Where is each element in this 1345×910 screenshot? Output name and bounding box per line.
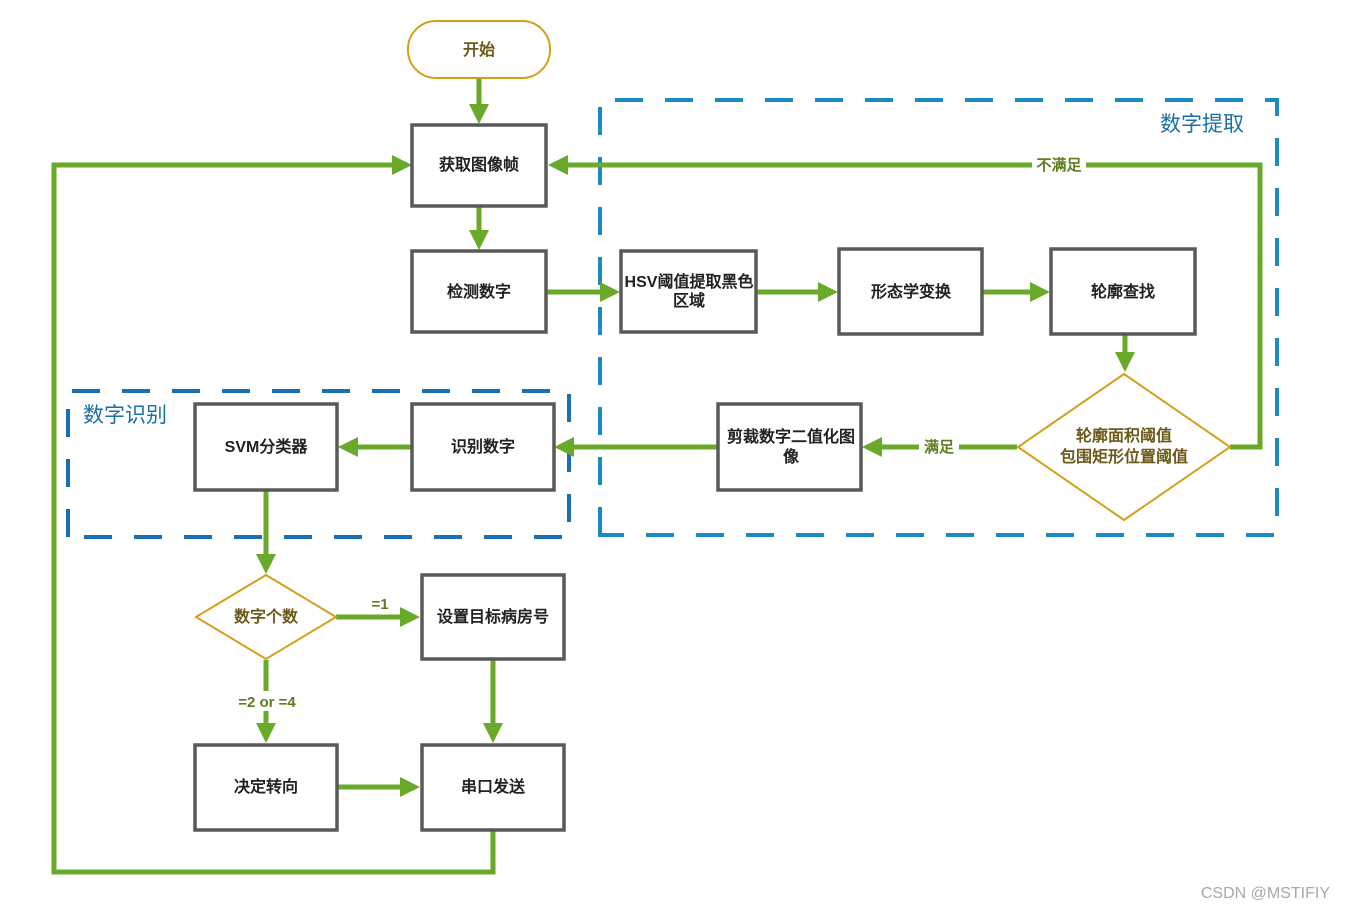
- recognize-digit-label: 识别数字: [451, 437, 515, 456]
- svm-classifier-node: SVM分类器: [193, 402, 339, 492]
- recognition-group: [66, 389, 571, 539]
- get-frame-node: 获取图像帧: [410, 123, 548, 208]
- eq2or4-label-bg: [233, 691, 301, 711]
- detect-digit-node: 检测数字: [410, 249, 548, 334]
- get-frame-label: 获取图像帧: [439, 155, 519, 174]
- decide-turn-node: 决定转向: [193, 743, 339, 832]
- digit-count-decision: 数字个数: [194, 573, 338, 661]
- recognize-digit-node: 识别数字: [410, 402, 556, 492]
- satisfied-label-bg: [919, 436, 959, 458]
- hsv-threshold-node: HSV阈值提取黑色 区域: [619, 249, 758, 334]
- recognition-group-title: 数字识别: [83, 403, 167, 427]
- decide-turn-label: 决定转向: [234, 777, 298, 796]
- decision-label-line2: 包围矩形位置阈值: [1060, 447, 1188, 466]
- crop-binarize-label-line1: 剪裁数字二值化图: [727, 427, 855, 446]
- crop-binarize-node: 剪裁数字二值化图 像: [716, 402, 863, 492]
- morphology-node: 形态学变换: [837, 247, 984, 336]
- serial-send-label: 串口发送: [461, 777, 526, 796]
- serial-send-node: 串口发送: [420, 743, 566, 832]
- eq1-label: =1: [371, 596, 388, 613]
- eq2or4-label: =2 or =4: [238, 694, 296, 711]
- not-satisfied-label: 不满足: [1036, 156, 1082, 174]
- hsv-threshold-label-line2: 区域: [673, 291, 705, 310]
- set-target-ward-label: 设置目标病房号: [437, 607, 549, 626]
- not-satisfied-label-bg: [1032, 154, 1086, 176]
- satisfied-label: 满足: [924, 438, 955, 456]
- morphology-label: 形态学变换: [871, 282, 952, 301]
- decision-label-line1: 轮廓面积阈值: [1076, 426, 1172, 445]
- extraction-group-title: 数字提取: [1160, 112, 1244, 136]
- hsv-threshold-label-line1: HSV阈值提取黑色: [625, 272, 754, 291]
- digit-count-label: 数字个数: [234, 607, 299, 626]
- contour-threshold-decision: 轮廓面积阈值 包围矩形位置阈值: [1016, 372, 1232, 522]
- watermark: CSDN @MSTIFIY: [1201, 885, 1330, 902]
- svm-classifier-label: SVM分类器: [225, 437, 309, 456]
- detect-digit-label: 检测数字: [447, 282, 511, 301]
- set-target-ward-node: 设置目标病房号: [420, 573, 566, 661]
- contour-find-label: 轮廓查找: [1091, 282, 1155, 301]
- extraction-group: [598, 98, 1279, 537]
- flow-lines: [51, 78, 1263, 875]
- start-label: 开始: [463, 40, 495, 59]
- start-node: 开始: [407, 20, 551, 79]
- contour-find-node: 轮廓查找: [1049, 247, 1197, 336]
- crop-binarize-label-line2: 像: [783, 447, 800, 466]
